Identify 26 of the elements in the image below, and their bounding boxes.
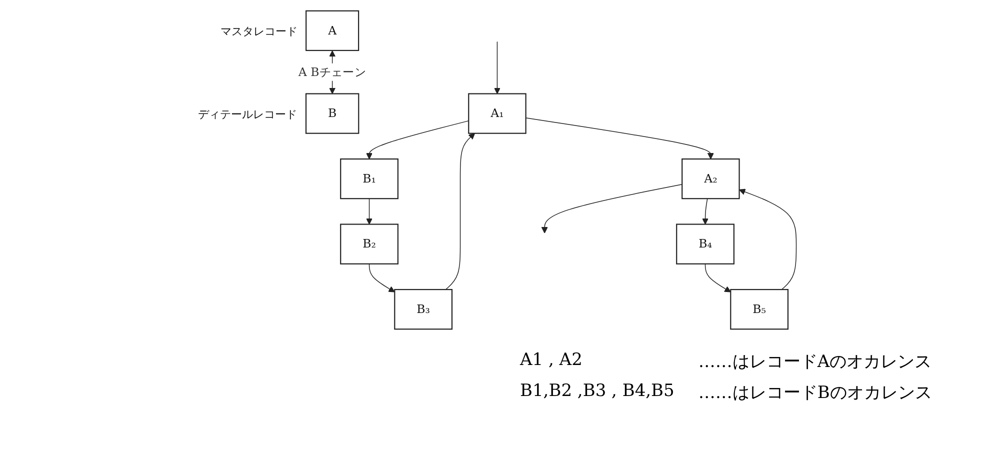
note-text: ……はレコードAのオカレンス (698, 351, 932, 373)
node-box: B₄ (676, 224, 734, 264)
arrow (494, 41, 500, 94)
arrow (702, 198, 708, 225)
arrow (368, 264, 395, 292)
node-box: B₂ (340, 224, 398, 264)
note-text: ……はレコードBのオカレンス (698, 382, 932, 404)
note-text: B1,B2 ,B3 , B4,B5 (520, 381, 674, 403)
node-box: A (306, 10, 360, 52)
node-box: B (305, 93, 360, 134)
note-text: A1 , A2 (520, 350, 584, 372)
node-caption: ディテールレコード (198, 108, 298, 121)
node-box: B₁ (340, 158, 398, 200)
edge-label: A Bチェーン (298, 64, 366, 79)
node-box: A₂ (682, 158, 740, 200)
arrow (445, 133, 476, 290)
arrow (366, 120, 469, 160)
arrow (366, 198, 372, 225)
node-caption: マスタレコード (220, 25, 298, 38)
arrow (525, 118, 714, 160)
node-box: A₁ (468, 93, 526, 134)
node-box: B₃ (394, 288, 453, 330)
arrow (738, 188, 797, 290)
arrow (704, 264, 731, 292)
node-box: B₅ (730, 288, 789, 330)
arrow (541, 184, 682, 234)
